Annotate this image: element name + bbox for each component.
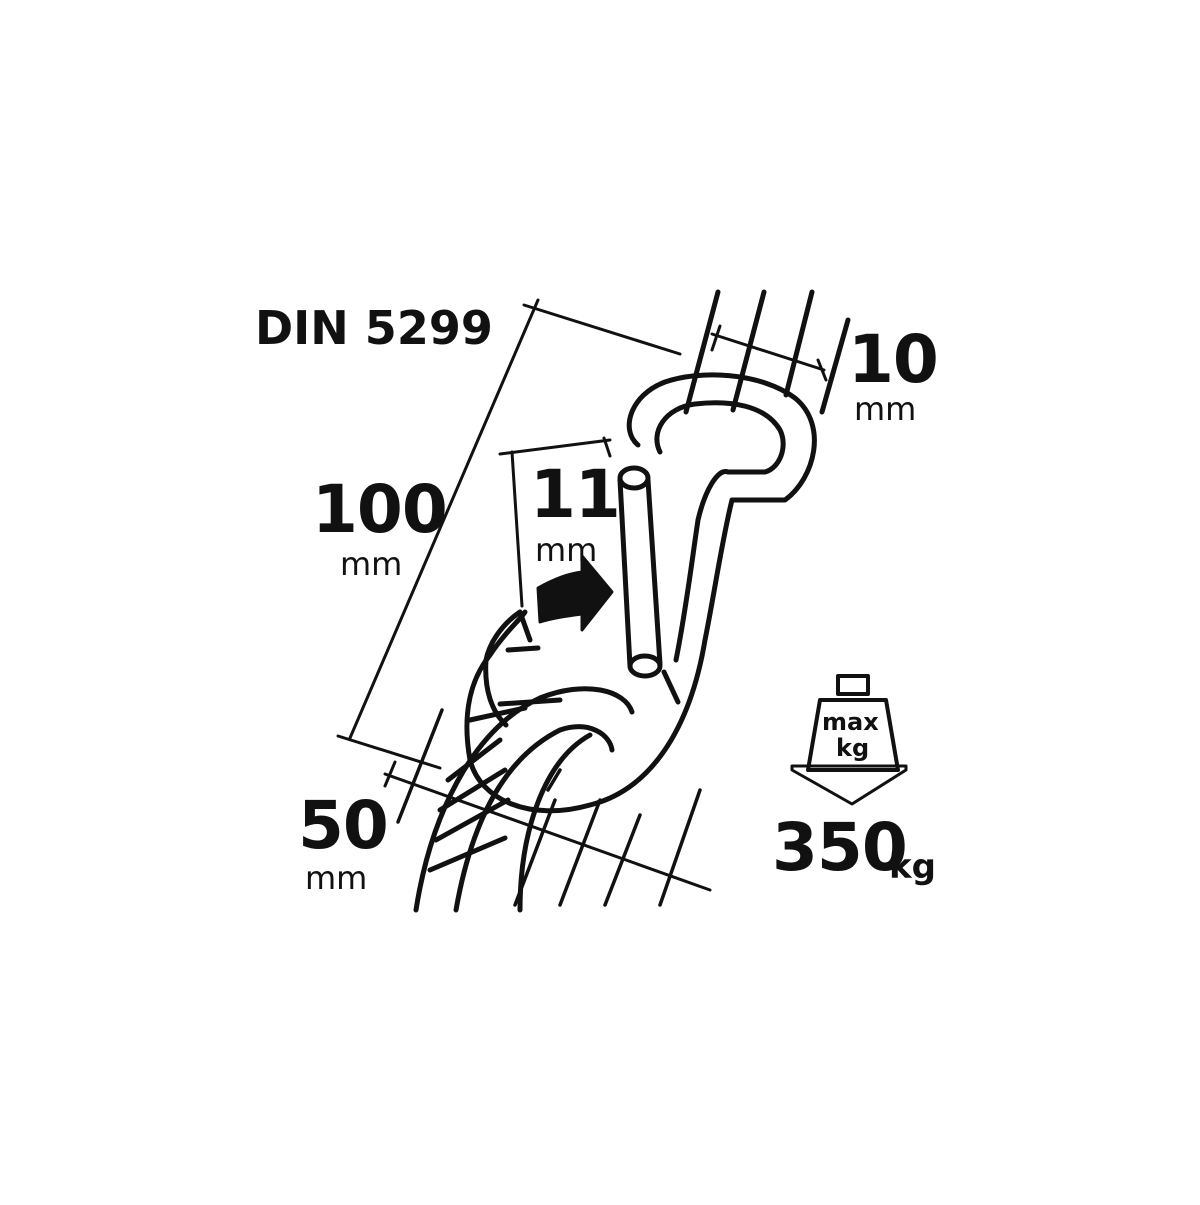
width-value: 50 [298,787,389,864]
wire-diameter-unit: mm [854,390,917,428]
load-unit: kg [889,847,936,887]
gate-arrow-icon [536,554,614,632]
carabiner-inner [654,400,786,663]
carabiner-gate [617,465,681,705]
weight-icon [790,674,908,806]
hatch-lines [396,708,702,907]
rope-top [683,289,851,415]
gate-opening-value: 11 [530,456,621,533]
dimension-gate [498,436,612,608]
load-value: 350 [772,809,908,886]
weight-icon-text-bottom: kg [836,734,870,762]
carabiner-body [464,372,817,814]
length-unit: mm [340,545,403,583]
wire-diameter-value: 10 [848,321,939,398]
weight-icon-text-top: max [822,708,879,736]
rope-bottom [413,686,635,913]
standard-label: DIN 5299 [255,301,493,355]
gate-opening-unit: mm [535,531,598,569]
dimension-length [336,298,682,770]
dimension-width [383,760,712,892]
dimension-wire [710,324,828,382]
length-value: 100 [312,471,448,548]
width-unit: mm [305,859,368,897]
